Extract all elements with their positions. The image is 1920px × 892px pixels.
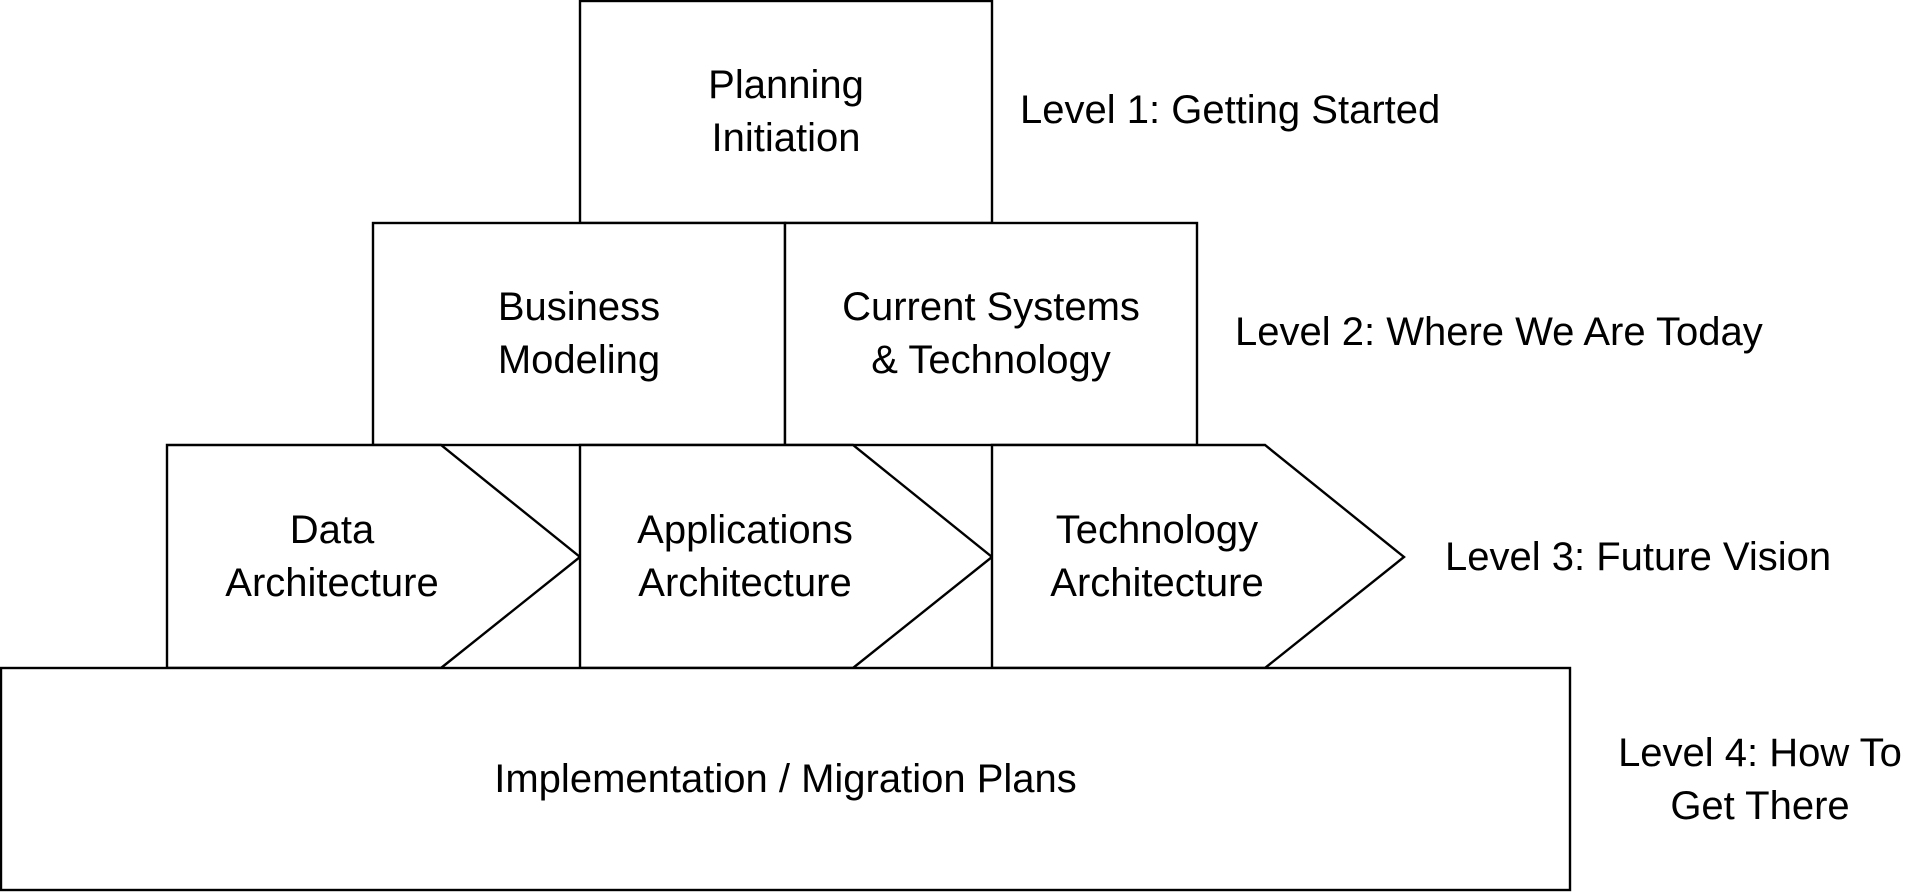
level-2-label: Level 2: Where We Are Today — [1235, 309, 1763, 354]
implementation-plans-label: Implementation / Migration Plans — [494, 756, 1077, 801]
planning-initiation-label: Planning Initiation — [708, 63, 864, 160]
business-modeling-box — [371, 221, 787, 447]
business-modeling-label: Business Modeling — [497, 285, 661, 382]
level-1-label: Level 1: Getting Started — [1020, 87, 1441, 132]
level-3-label: Level 3: Future Vision — [1445, 534, 1832, 579]
applications-architecture-chevron — [578, 443, 994, 670]
technology-architecture-chevron — [990, 443, 1406, 670]
technology-architecture-label: Technology Architecture — [1050, 507, 1264, 605]
level-4-label: Level 4: How To Get There — [1618, 731, 1902, 828]
current-systems-box — [783, 221, 1199, 447]
current-systems-label: Current Systems & Technology — [842, 285, 1140, 382]
applications-architecture-label: Applications Architecture — [637, 507, 853, 605]
data-architecture-chevron — [165, 443, 582, 670]
data-architecture-label: Data Architecture — [225, 507, 439, 605]
implementation-plans-box — [0, 666, 1572, 892]
planning-initiation-box — [578, 0, 994, 225]
